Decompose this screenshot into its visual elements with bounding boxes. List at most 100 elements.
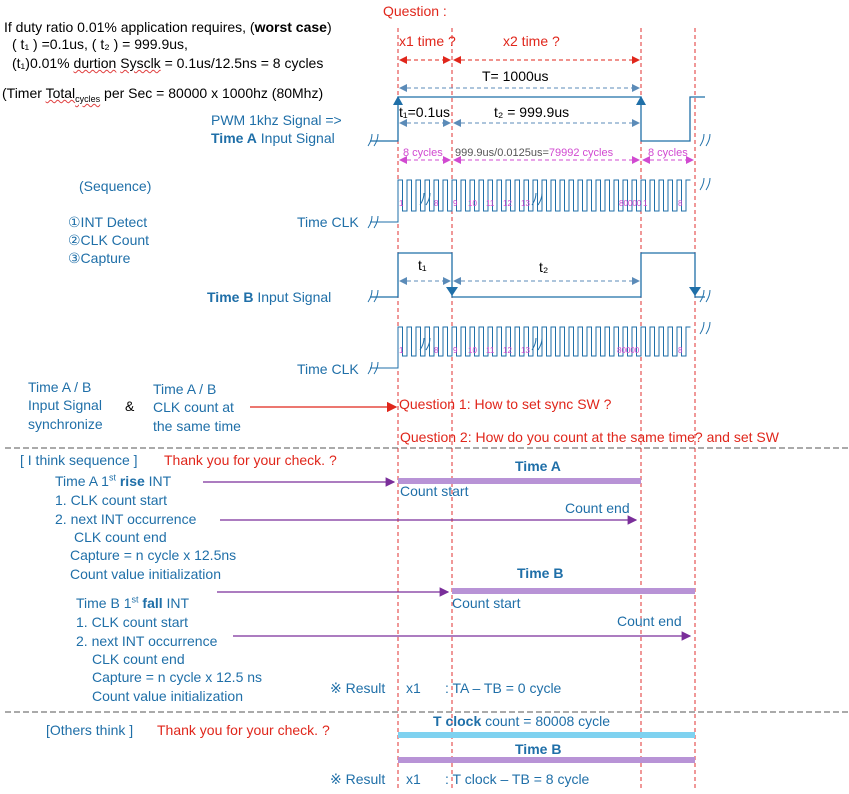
pwm-label: PWM 1khz Signal => bbox=[211, 112, 342, 128]
sync-left-1: Time A / B bbox=[28, 379, 92, 395]
clk-a-count-13: 13 bbox=[521, 199, 530, 208]
ta-line-5: Count value initialization bbox=[70, 566, 221, 582]
t2-value-label: t₂ = 999.9us bbox=[494, 104, 570, 120]
t1-value-label: t₁=0.1us bbox=[399, 104, 451, 120]
vertical-guides bbox=[397, 28, 696, 790]
ta-line-4: Capture = n cycle x 12.5ns bbox=[70, 547, 237, 563]
clk-break-mark bbox=[531, 337, 543, 351]
think-label: [ I think sequence ] bbox=[20, 452, 138, 468]
tclock-bold: T clock bbox=[433, 713, 482, 729]
cycles-mid-label: 999.9us/0.0125us=79992 cycles bbox=[455, 145, 613, 161]
result-1-text: : TA – TB = 0 cycle bbox=[445, 680, 562, 696]
clk-b-count-13: 13 bbox=[521, 346, 530, 355]
cycles-mid-formula: 999.9us/0.0125us= bbox=[455, 147, 549, 159]
header-line-3: (t₁)0.01% durtion Sysclk = 0.1us/12.5ns … bbox=[12, 55, 323, 71]
clk-a-count-1b: 1 bbox=[643, 199, 648, 208]
tb-line-3: CLK count end bbox=[92, 651, 185, 667]
sync-left-3: synchronize bbox=[28, 416, 103, 432]
sequence-title: (Sequence) bbox=[79, 178, 152, 194]
clk-b-count-12: 12 bbox=[503, 346, 512, 355]
tb-title-int: INT bbox=[162, 595, 190, 611]
header-line4-c: per Sec = 80000 x 1000hz (80Mhz) bbox=[100, 85, 324, 101]
time-a-rise-marker bbox=[393, 96, 403, 105]
question-header: Question : bbox=[383, 3, 447, 19]
sync-right-2: CLK count at bbox=[153, 399, 234, 415]
result-2-text: : T clock – TB = 8 cycle bbox=[445, 771, 590, 787]
ta-line-3: CLK count end bbox=[74, 529, 167, 545]
time-b-bar-2 bbox=[398, 757, 695, 763]
clk-a-count-1: 1 bbox=[399, 199, 404, 208]
time-b-bar-2-label: Time B bbox=[515, 741, 562, 757]
clk-b-count-80000: 80000 bbox=[617, 346, 640, 355]
clk-a-count-12: 12 bbox=[503, 199, 512, 208]
clk-break-mark bbox=[419, 192, 431, 206]
ta-title-sup: st bbox=[108, 472, 116, 483]
ampersand: & bbox=[125, 398, 135, 414]
clk-b-count-8: 8 bbox=[434, 346, 439, 355]
x2-time-label: x2 time ? bbox=[503, 33, 560, 49]
clk-a-count-9: 9 bbox=[453, 199, 458, 208]
result-2-prefix: ※ Result bbox=[330, 771, 386, 787]
ta-title: Time A 1st rise INT bbox=[55, 473, 171, 489]
clk-a-count-8: 8 bbox=[434, 199, 439, 208]
tb-t2-label: t₂ bbox=[539, 259, 549, 275]
time-a-bar-label: Time A bbox=[515, 458, 561, 474]
result-1-x1: x1 bbox=[406, 680, 421, 696]
time-clk-waveform-a bbox=[370, 179, 691, 223]
time-b-bar bbox=[452, 588, 695, 594]
header-line4-sub: cycles bbox=[75, 93, 101, 104]
time-b-word: Time B bbox=[207, 289, 254, 305]
input-signal-word: Input Signal bbox=[256, 130, 335, 146]
tclock-bar bbox=[398, 732, 695, 738]
tb-line-4: Capture = n cycle x 12.5 ns bbox=[92, 669, 263, 685]
tb-line-2: 2. next INT occurrence bbox=[76, 633, 218, 649]
sequence-item-2: ②CLK Count bbox=[68, 232, 150, 248]
sequence-item-3: ③Capture bbox=[68, 250, 131, 266]
clk-b-count-9: 9 bbox=[453, 346, 458, 355]
tb-count-end: Count end bbox=[617, 613, 682, 629]
cycles-mid-value: 79992 cycles bbox=[548, 147, 614, 159]
clk-a-count-10: 10 bbox=[468, 199, 477, 208]
header-line3-sysclk: Sysclk bbox=[120, 55, 161, 71]
ta-title-int: INT bbox=[144, 473, 172, 489]
clk-a-count-80000: 80000 bbox=[619, 199, 642, 208]
time-clk-waveform-b bbox=[370, 326, 691, 369]
time-clk-label-a: Time CLK bbox=[297, 214, 359, 230]
clk-break-mark bbox=[419, 337, 431, 351]
tclock-label: T clock count = 80008 cycle bbox=[433, 713, 610, 729]
time-b-fall-marker-2 bbox=[689, 287, 701, 296]
header-line3-a: (t₁)0.01% bbox=[12, 55, 74, 71]
question-1: Question 1: How to set sync SW ? bbox=[399, 396, 612, 412]
others-label: [Others think ] bbox=[46, 722, 134, 738]
header-line-1: If duty ratio 0.01% application requires… bbox=[4, 19, 332, 35]
time-a-input-label: Time A Input Signal bbox=[211, 130, 335, 146]
tb-title: Time B 1st fall INT bbox=[76, 595, 189, 611]
header-line-2: ( t₁ ) =0.1us, ( t₂ ) = 999.9us, bbox=[12, 36, 188, 52]
time-b-input-label: Time B Input Signal bbox=[207, 289, 331, 305]
period-label: T= 1000us bbox=[482, 68, 549, 84]
header-line-4: (Timer Totalcycles per Sec = 80000 x 100… bbox=[2, 85, 324, 104]
tb-title-a: Time B 1 bbox=[76, 595, 132, 611]
ta-count-start: Count start bbox=[400, 483, 469, 499]
time-a-word: Time A bbox=[211, 130, 257, 146]
tb-count-start: Count start bbox=[452, 595, 521, 611]
time-a-bar bbox=[398, 478, 641, 484]
ta-line-1: 1. CLK count start bbox=[55, 492, 168, 508]
x1-time-label: x1 time ? bbox=[399, 33, 456, 49]
header-line3-durtion: durtion bbox=[73, 55, 117, 71]
result-1-prefix: ※ Result bbox=[330, 680, 386, 696]
tb-title-sup: st bbox=[131, 594, 139, 605]
thanks-2: Thank you for your check. ? bbox=[157, 722, 330, 738]
ta-count-end: Count end bbox=[565, 500, 630, 516]
cycles-left-label: 8 cycles bbox=[403, 147, 443, 159]
tb-t1-label: t₁ bbox=[418, 257, 427, 273]
thanks-1: Thank you for your check. ? bbox=[164, 452, 337, 468]
ta-title-rise: rise bbox=[115, 473, 145, 489]
header-line4-a: (Timer bbox=[2, 85, 46, 101]
clk-b-count-11: 11 bbox=[486, 346, 495, 355]
time-b-bar-label: Time B bbox=[517, 565, 564, 581]
sync-left-2: Input Signal bbox=[28, 397, 102, 413]
clk-a-count-8b: 8 bbox=[678, 199, 683, 208]
sync-right-1: Time A / B bbox=[153, 381, 217, 397]
